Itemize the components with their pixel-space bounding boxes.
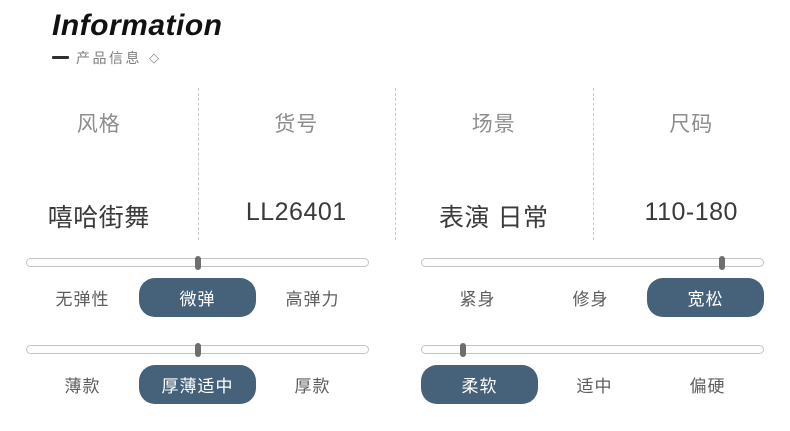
slider-marker[interactable] [719,256,726,270]
spec-table: 风格 嘻哈街舞 货号 LL26401 场景 表演 日常 尺码 110-180 [0,88,790,240]
information-header: Information 产品信息 ◇ [52,10,223,68]
slider-option[interactable]: 微弹 [139,278,256,317]
slider-option[interactable]: 宽松 [647,278,764,317]
subtitle-label: 产品信息 [76,49,142,66]
slider-track[interactable] [26,256,369,270]
slider-marker[interactable] [459,343,466,357]
subtitle-row: 产品信息 ◇ [52,48,223,68]
slider-elasticity[interactable]: 无弹性 微弹 高弹力 [0,250,395,317]
slider-track[interactable] [26,343,369,357]
slider-fit[interactable]: 紧身 修身 宽松 [395,250,790,317]
dash-icon [52,56,69,59]
slider-option[interactable]: 偏硬 [689,377,726,396]
slider-options: 无弹性 微弹 高弹力 [26,278,369,317]
slider-option[interactable]: 柔软 [421,365,538,404]
slider-marker[interactable] [194,256,201,270]
slider-track[interactable] [421,343,764,357]
slider-option[interactable]: 紧身 [459,290,496,309]
slider-option[interactable]: 厚款 [294,377,331,396]
spec-header: 货号 [274,113,319,136]
slider-option[interactable]: 适中 [576,377,613,396]
slider-option[interactable]: 厚薄适中 [139,365,256,404]
slider-track[interactable] [421,256,764,270]
spec-header: 风格 [76,113,121,136]
slider-options: 柔软 适中 偏硬 [421,365,764,404]
slider-thickness[interactable]: 薄款 厚薄适中 厚款 [0,337,395,404]
attribute-sliders: 无弹性 微弹 高弹力 紧身 修身 宽松 薄款 厚薄适中 厚款 柔软 [0,250,790,424]
slider-marker[interactable] [194,343,201,357]
spec-header: 尺码 [669,113,714,136]
spec-header: 场景 [471,113,516,136]
spec-value: 表演 日常 [439,204,549,232]
spec-column-size: 尺码 110-180 [592,88,790,240]
slider-option[interactable]: 修身 [572,290,609,309]
spec-column-item-number: 货号 LL26401 [197,88,396,240]
diamond-icon: ◇ [149,49,159,65]
slider-options: 紧身 修身 宽松 [421,278,764,317]
slider-softness[interactable]: 柔软 适中 偏硬 [395,337,790,404]
spec-value: LL26401 [245,198,347,226]
slider-options: 薄款 厚薄适中 厚款 [26,365,369,404]
slider-option[interactable]: 无弹性 [55,290,110,309]
spec-column-scene: 场景 表演 日常 [395,88,593,240]
spec-value: 110-180 [644,198,738,226]
spec-column-style: 风格 嘻哈街舞 [0,88,198,240]
slider-option[interactable]: 薄款 [64,377,101,396]
slider-option[interactable]: 高弹力 [285,290,340,309]
page-title: Information [52,9,223,42]
spec-value: 嘻哈街舞 [47,204,150,232]
